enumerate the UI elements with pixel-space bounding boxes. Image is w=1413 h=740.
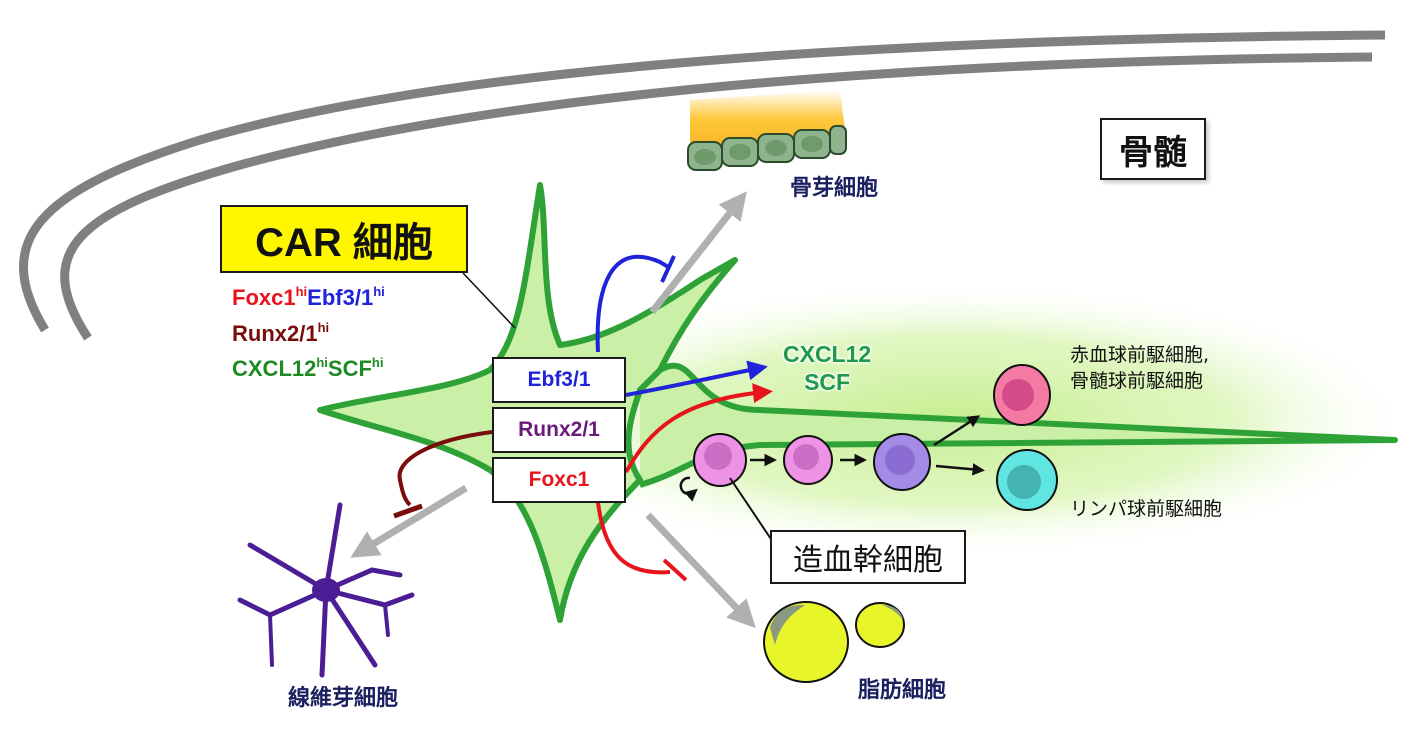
label-myeloid-progenitor: 骨髄球前駆細胞 [1070,370,1204,392]
fibroblast-cell [237,502,415,678]
secreted-factors-label: CXCL12 SCF [783,340,871,396]
diff-arrow-erythro [933,415,981,447]
marker-scf: SCFhi [327,355,384,381]
marker-line-1: Foxc1hiEbf3/1hi [232,284,385,311]
lymphoid-progenitor [996,449,1058,511]
tf-label-ebf3: Ebf3/1 [527,368,591,391]
progenitor-cell-2 [873,433,931,491]
bone-inner-line [60,52,1373,341]
label-adipocyte: 脂肪細胞 [858,677,947,702]
label-erythro-myeloid: 赤血球前駆細胞, 骨髄球前駆細胞 [1070,342,1209,394]
ebf3-activation-arrow [625,360,768,397]
erythro-myeloid-progenitor [993,364,1051,426]
region-label-box: 骨髄 [1100,118,1206,180]
label-fibroblast: 線維芽細胞 [288,685,399,710]
runx2-inhibition-bar [393,503,423,519]
car-cell-title: CAR 細胞 [255,221,433,265]
adipocyte-large [763,601,849,683]
bone-outer-line [18,30,1386,333]
diff-arrow-lymphoid [935,463,985,476]
label-hsc: 造血幹細胞 [793,543,943,578]
marker-line-3: CXCL12hiSCFhi [232,355,383,382]
tf-box-foxc1: Foxc1 [492,457,626,503]
label-erythro-progenitor: 赤血球前駆細胞, [1070,344,1210,366]
arrow-to-fibroblast [350,485,468,558]
marker-ebf3: Ebf3/1hi [307,284,385,310]
marker-line-2: Runx2/1hi [232,320,329,347]
ebf3-inhibition-bar [660,255,676,283]
secreted-cxcl12: CXCL12 [783,341,872,367]
tf-label-foxc1: Foxc1 [528,468,590,491]
progenitor-cell-1 [783,435,833,485]
foxc1-inhibition [596,501,671,575]
hsc-label-box: 造血幹細胞 [770,530,966,584]
osteoblast-layer [687,90,847,171]
self-renewal-icon [679,476,698,502]
label-lymphoid-progenitor: リンパ球前駆細胞 [1070,498,1223,520]
adipocyte-small [855,602,905,648]
region-label: 骨髄 [1119,132,1187,173]
tf-label-runx2: Runx2/1 [518,418,600,441]
marker-cxcl12: CXCL12hi [232,355,328,381]
label-osteoblast: 骨芽細胞 [790,175,879,200]
car-cell-title-box: CAR 細胞 [220,205,468,273]
car-callout-line [462,272,516,329]
runx2-inhibition [397,430,493,507]
foxc1-inhibition-bar [662,558,688,582]
tf-box-runx2: Runx2/1 [492,407,626,453]
arrow-to-adipocyte [645,512,756,629]
secreted-scf: SCF [804,369,851,395]
marker-foxc1: Foxc1hi [232,284,308,310]
foxc1-activation-arrow [624,383,773,473]
tf-box-ebf3: Ebf3/1 [492,357,626,403]
hsc-cell [693,433,747,487]
hsc-callout-line [729,477,776,546]
arrow-to-osteoblast [649,191,747,315]
ebf3-inhibition [595,254,672,353]
marker-runx2: Runx2/1hi [232,320,330,346]
